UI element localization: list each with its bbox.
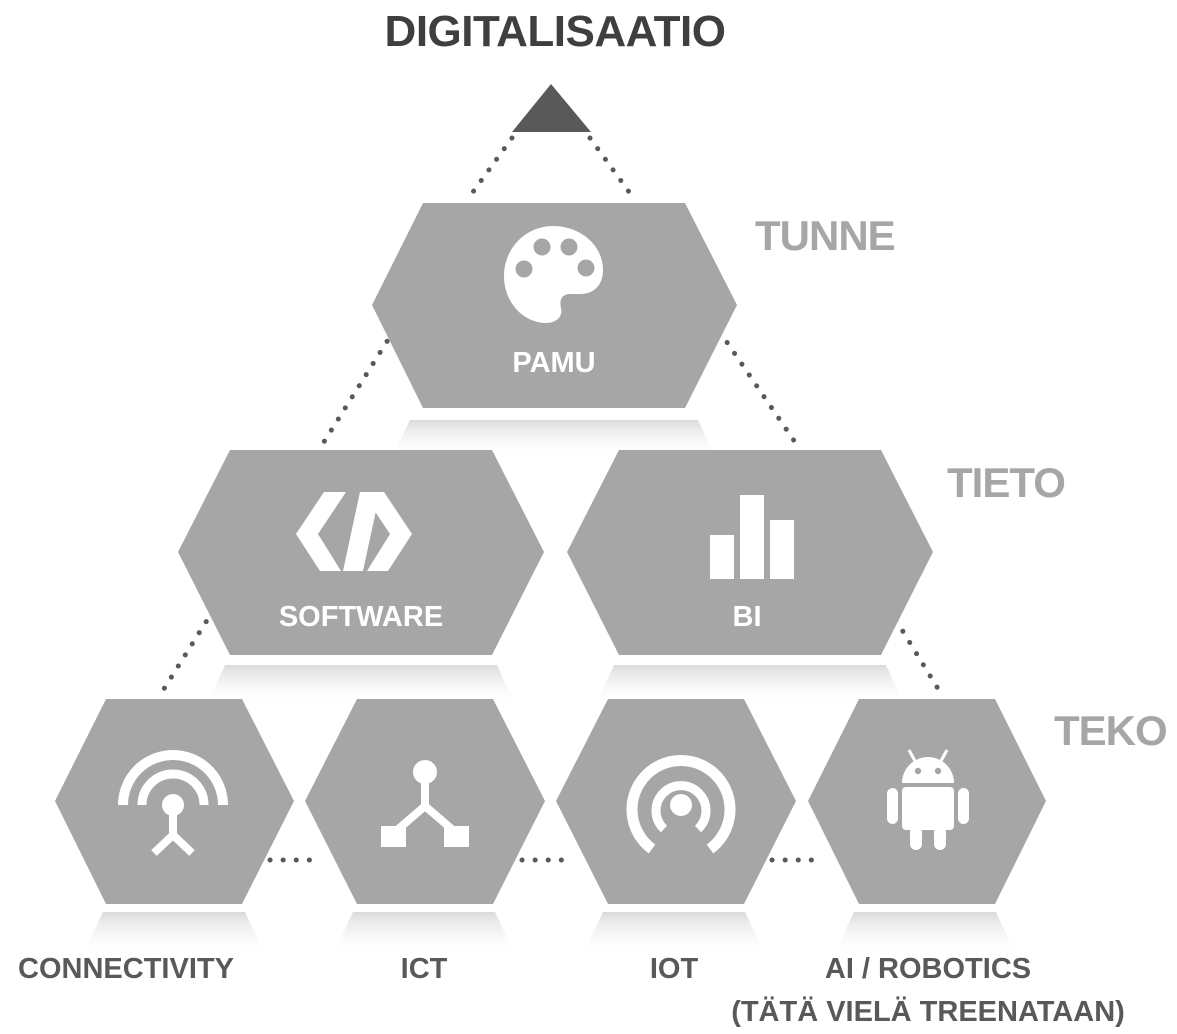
code-slash-icon xyxy=(296,492,412,571)
node-label-software: SOFTWARE xyxy=(278,601,444,633)
node-label-pamu: PAMU xyxy=(512,347,596,379)
android-robot-icon xyxy=(887,749,969,850)
broadcast-icon xyxy=(626,755,736,854)
network-tree-icon xyxy=(381,760,469,847)
node-label-bi: BI xyxy=(732,601,762,633)
node-label-iot: IOT xyxy=(649,953,699,985)
hexagons xyxy=(55,203,1046,904)
palette-icon xyxy=(504,226,603,323)
level-label-tieto: TIETO xyxy=(947,459,1066,506)
diagram-title: DIGITALISAATIO xyxy=(384,7,726,56)
level-label-teko: TEKO xyxy=(1054,707,1168,754)
apex-triangle xyxy=(512,84,591,132)
node-sublabel-ai-robotics: (TÄTÄ VIELÄ TREENATAAN) xyxy=(731,996,1125,1028)
antenna-signal-icon xyxy=(118,750,228,856)
node-label-ict: ICT xyxy=(400,953,448,985)
node-label-ai-robotics: AI / ROBOTICS xyxy=(824,953,1032,985)
node-label-connectivity: CONNECTIVITY xyxy=(18,953,234,985)
hexagon-reflections xyxy=(83,420,1016,955)
level-label-tunne: TUNNE xyxy=(755,212,896,259)
bar-chart-icon xyxy=(710,495,794,579)
